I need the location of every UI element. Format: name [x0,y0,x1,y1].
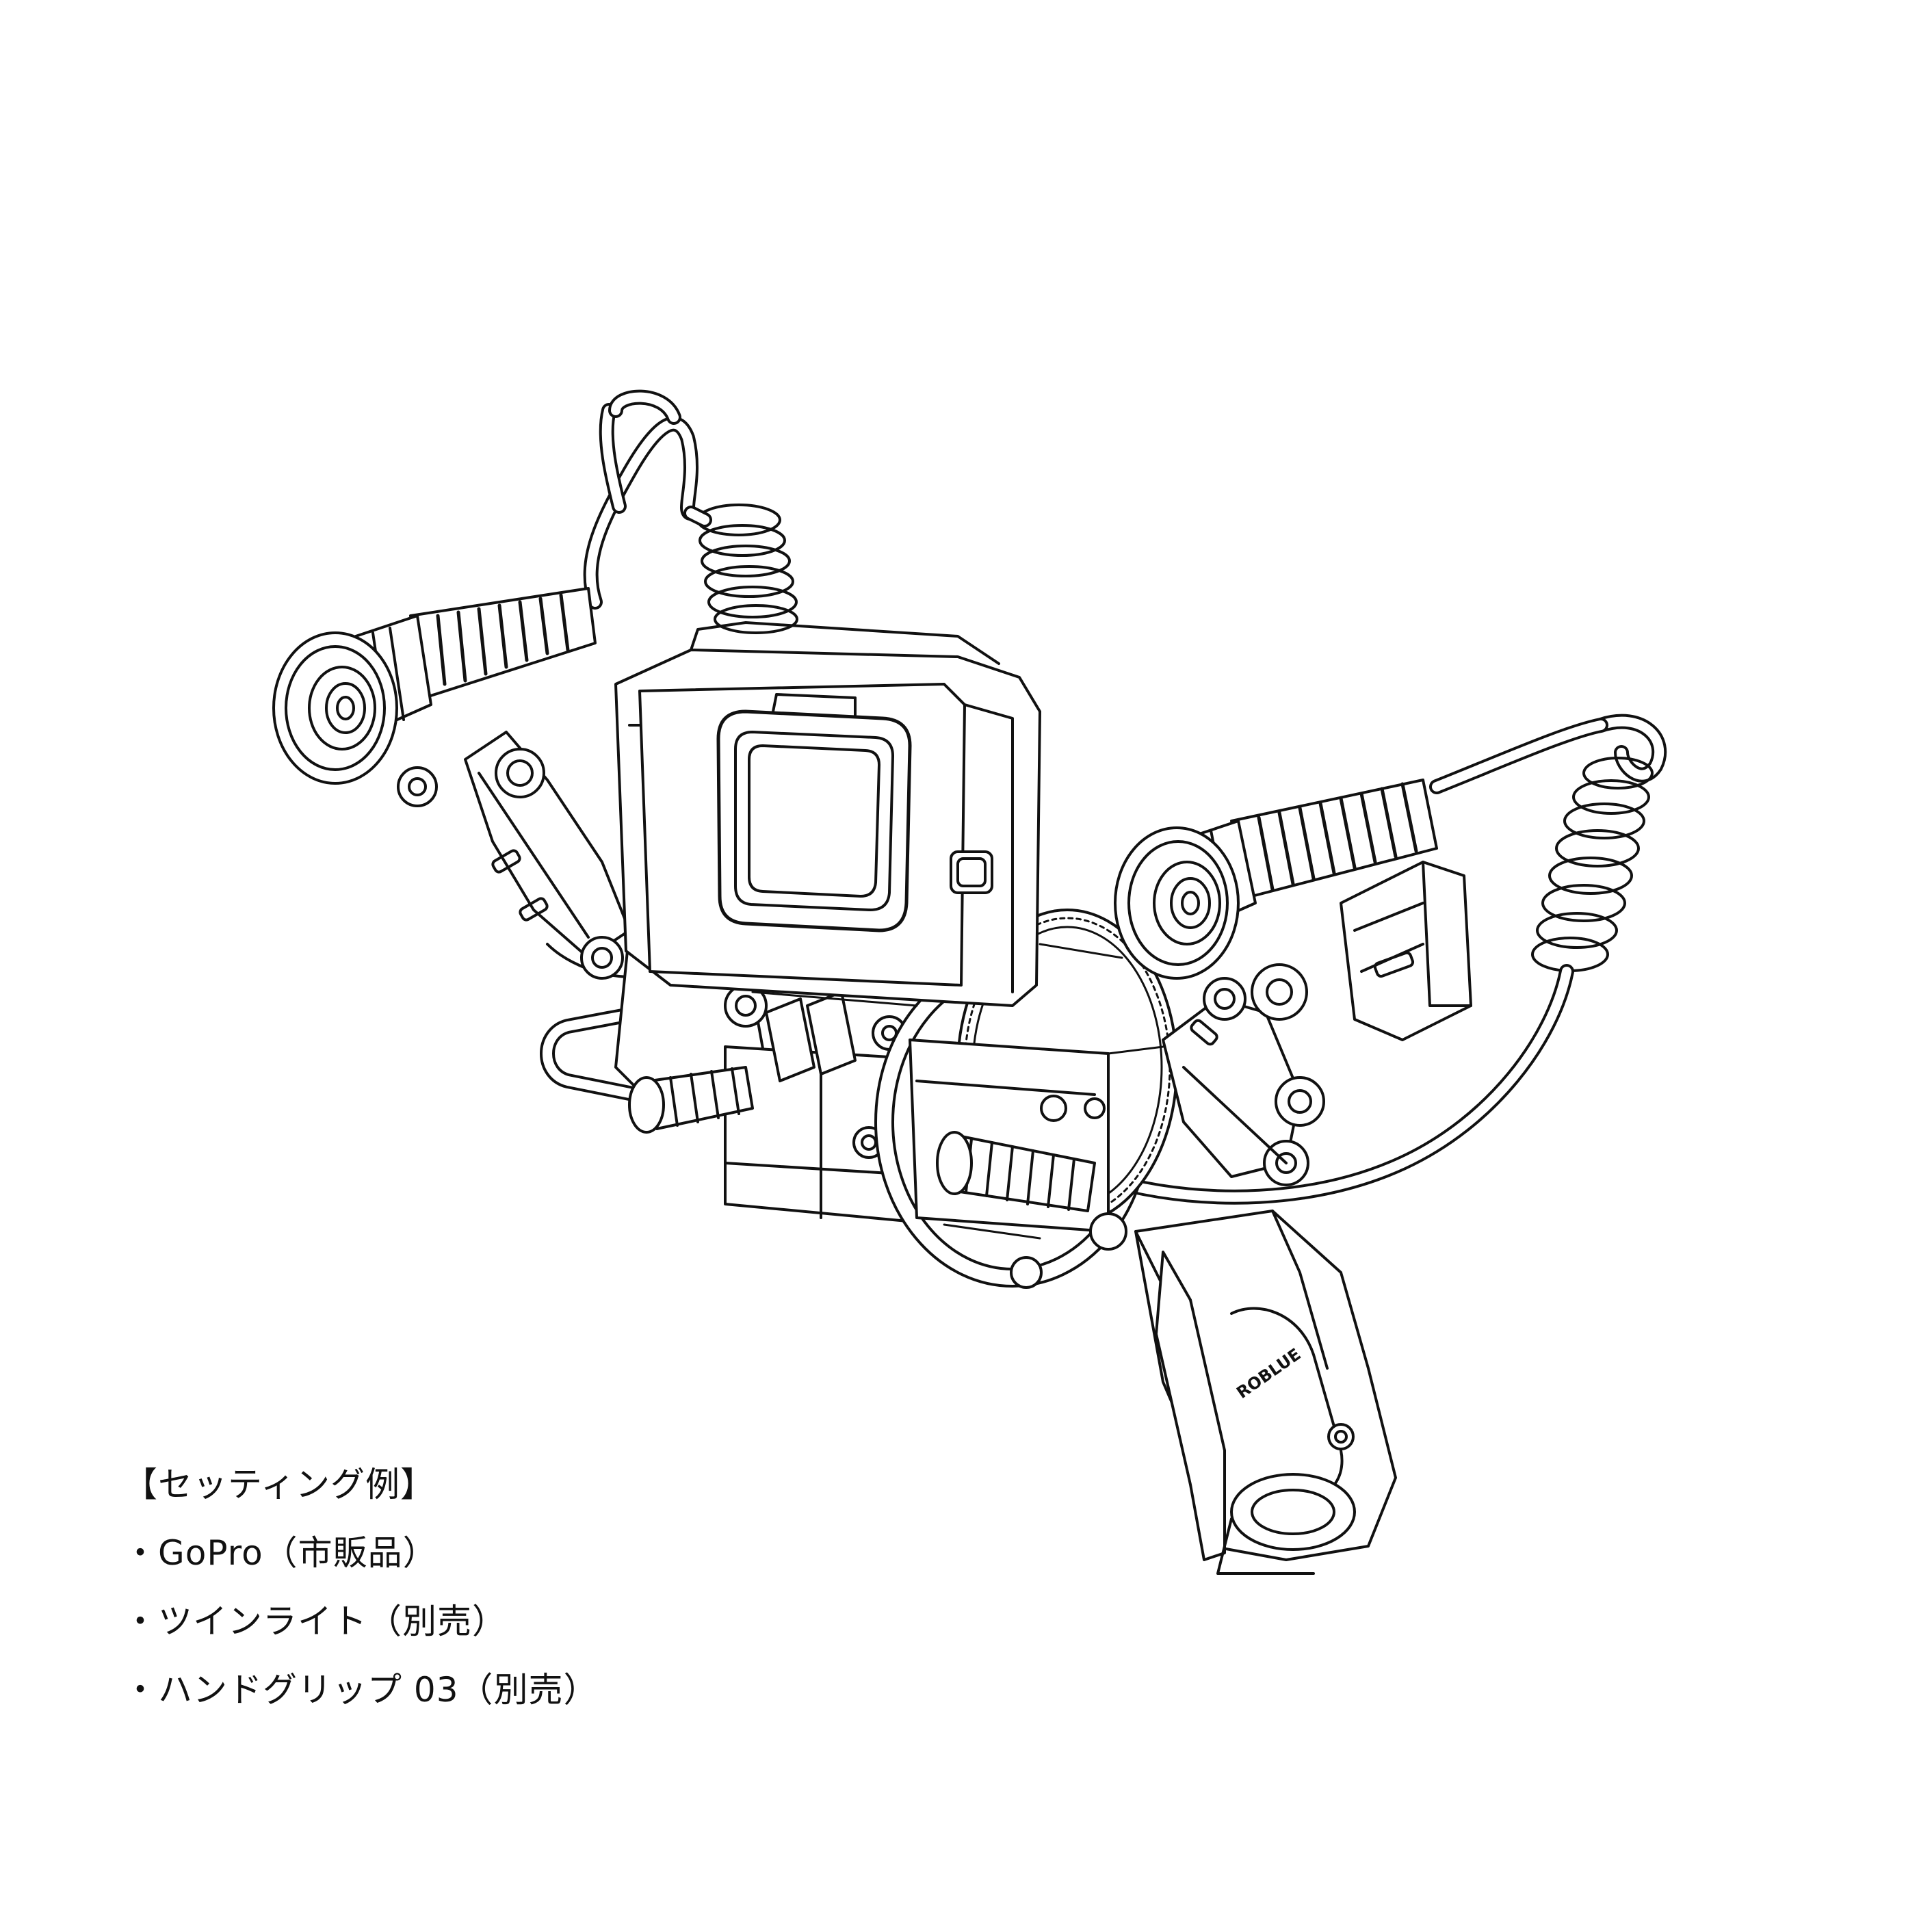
right-light-fins [1259,784,1416,889]
left-light [274,588,595,783]
gopro-lens [718,694,910,930]
gopro-camera [616,623,1040,1006]
hand-grip [1136,1211,1396,1574]
gopro-side-button [951,852,992,893]
caption-item-hand-grip: ・ハンドグリップ 03（別売） [123,1670,599,1710]
right-light [1115,780,1437,978]
detail-lines [753,944,1163,1238]
left-cable [591,397,797,633]
setting-example-caption: 【セッティング例】 ・GoPro（市販品） ・ツインライト（別売） ・ハンドグリ… [123,1450,1081,1724]
right-arm [1163,965,1324,1185]
left-cable-coil [698,505,797,633]
lower-cable-loop [547,1006,677,1101]
right-cable [1088,722,1659,1197]
caption-item-gopro: ・GoPro（市販品） [123,1533,438,1573]
lower-center-boot [937,1132,1095,1211]
right-float-block [1341,862,1471,1040]
caption-item-twin-light: ・ツインライト（別売） [123,1602,507,1641]
caption-heading: 【セッティング例】 [123,1465,435,1504]
right-cable-coil [1532,758,1652,971]
lower-left-boot [629,1067,753,1132]
left-light-fins [438,595,568,684]
